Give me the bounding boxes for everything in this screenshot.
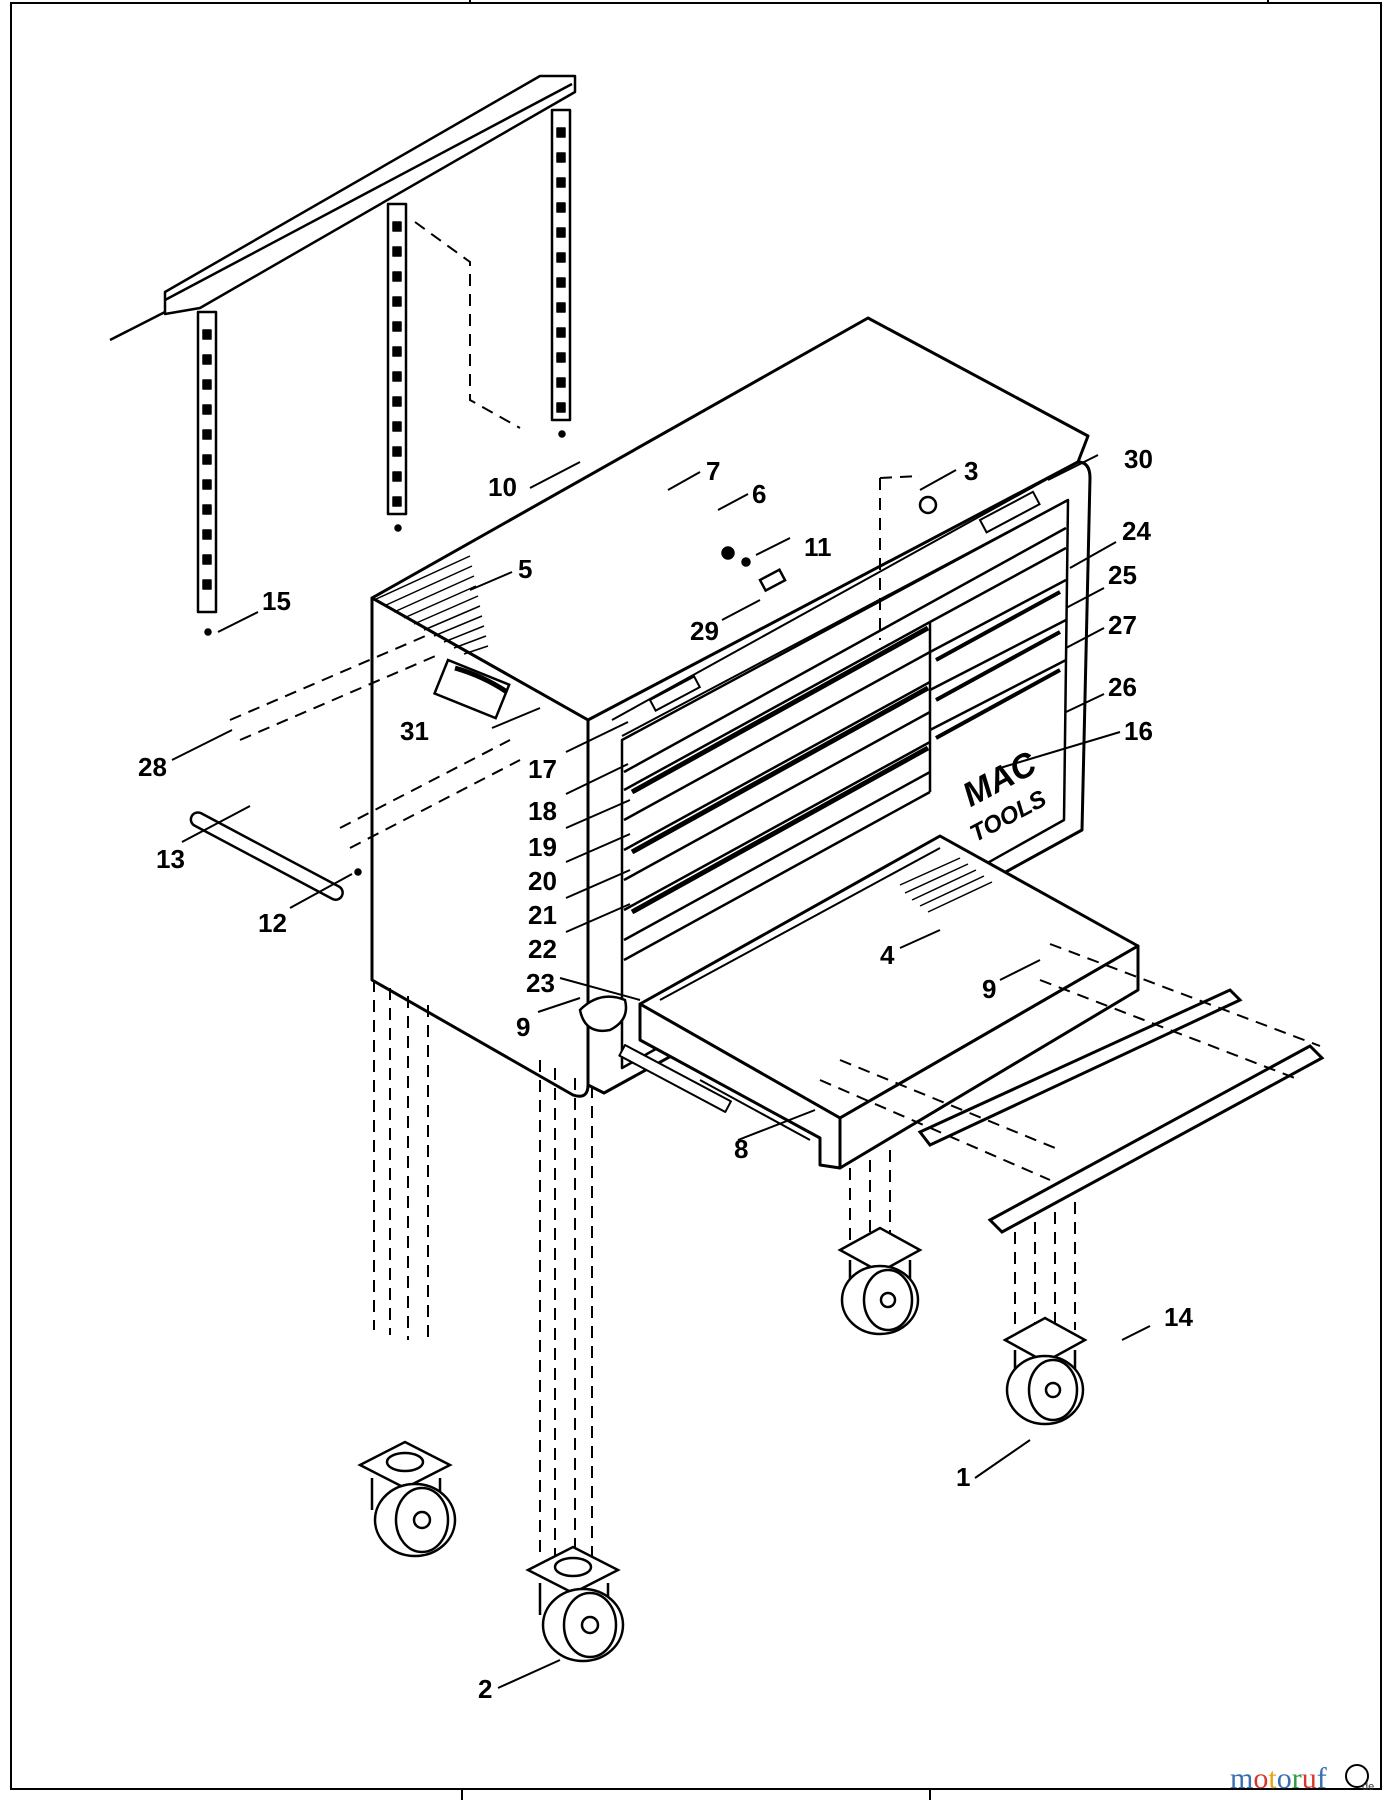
callout-16: 16	[1124, 716, 1153, 746]
callout-18: 18	[528, 796, 557, 826]
callout-12: 12	[258, 908, 287, 938]
callout-27: 27	[1108, 610, 1137, 640]
callout-29: 29	[690, 616, 719, 646]
callout-9a: 9	[516, 1012, 530, 1042]
callout-31: 31	[400, 716, 429, 746]
callout-14: 14	[1164, 1302, 1193, 1332]
callout-15: 15	[262, 586, 291, 616]
drawers	[623, 490, 1067, 962]
side-hatch	[373, 555, 489, 655]
leader-lines	[171, 454, 1151, 1689]
callout-6: 6	[752, 479, 766, 509]
caster-rear-left	[357, 1440, 457, 1558]
front-rails	[917, 988, 1325, 1234]
callout-10: 10	[488, 472, 517, 502]
callouts: 1 2 3 4 5 6 7 8 9 9 10 11 12 13 14 15 16…	[138, 444, 1193, 1704]
callout-22: 22	[528, 934, 557, 964]
callout-30: 30	[1124, 444, 1153, 474]
caster-front-right	[837, 1226, 923, 1336]
hardware	[354, 495, 938, 1033]
caster-rear-right	[525, 1545, 625, 1663]
open-drawer	[618, 834, 1140, 1170]
callout-9b: 9	[982, 974, 996, 1004]
watermark: motoruf de	[1230, 1762, 1374, 1795]
callout-23: 23	[526, 968, 555, 998]
tool-chest	[370, 316, 1092, 1098]
page-border	[10, 0, 1382, 1800]
callout-26: 26	[1108, 672, 1137, 702]
callout-17: 17	[528, 754, 557, 784]
callout-7: 7	[706, 456, 720, 486]
caster-front-far-right	[1002, 1316, 1088, 1426]
callout-5: 5	[518, 554, 532, 584]
callout-19: 19	[528, 832, 557, 862]
side-handle	[189, 658, 511, 901]
assembly-guides	[229, 221, 1321, 1575]
callout-8: 8	[734, 1134, 748, 1164]
callout-1: 1	[956, 1462, 970, 1492]
callout-2: 2	[478, 1674, 492, 1704]
callout-11: 11	[804, 532, 832, 562]
callout-24: 24	[1122, 516, 1151, 546]
callout-4: 4	[880, 940, 895, 970]
watermark-emblem	[1345, 1764, 1369, 1788]
callout-13: 13	[156, 844, 185, 874]
tool-rack	[109, 74, 577, 636]
watermark-suffix: de	[1362, 1781, 1374, 1793]
callout-20: 20	[528, 866, 557, 896]
callout-28: 28	[138, 752, 167, 782]
callout-3: 3	[964, 456, 978, 486]
watermark-text: motoruf	[1230, 1762, 1327, 1795]
callout-21: 21	[528, 900, 557, 930]
callout-25: 25	[1108, 560, 1137, 590]
